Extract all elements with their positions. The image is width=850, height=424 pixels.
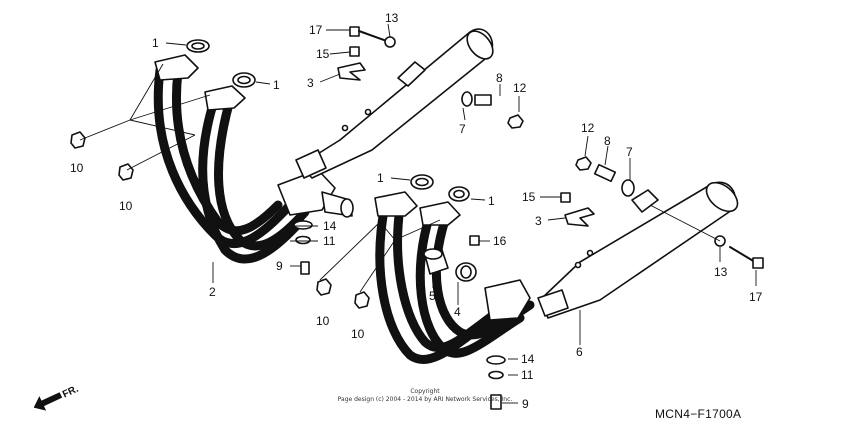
front-arrow-icon bbox=[33, 392, 63, 411]
plate-3a bbox=[337, 62, 366, 81]
nut-10b bbox=[118, 163, 134, 181]
callout-13: 13 bbox=[714, 265, 728, 279]
callout-3: 3 bbox=[535, 214, 542, 228]
callout-11: 11 bbox=[521, 368, 534, 382]
bolt-15b bbox=[560, 192, 571, 203]
washer-14b bbox=[486, 355, 506, 365]
lower-muffler bbox=[537, 181, 739, 319]
copyright-title: Copyright bbox=[410, 388, 440, 395]
gasket-1d-inner bbox=[453, 189, 465, 199]
bolt-16 bbox=[469, 235, 480, 246]
washer-14a bbox=[293, 220, 313, 230]
bolt-17a bbox=[349, 26, 385, 41]
washer-11b bbox=[488, 370, 504, 380]
nut-10c bbox=[316, 278, 332, 296]
callout-2: 2 bbox=[209, 285, 216, 299]
lower-exhaust-pipe bbox=[375, 200, 535, 364]
collar-7a bbox=[461, 91, 473, 107]
callout-17: 17 bbox=[309, 23, 323, 37]
callout-numbers: 1 1 1 1 2 3 3 4 5 6 7 7 8 8 9 9 10 10 10… bbox=[70, 11, 763, 411]
callout-1: 1 bbox=[152, 36, 159, 50]
band-4-inner bbox=[460, 265, 472, 279]
callout-1: 1 bbox=[377, 171, 384, 185]
bolt-9a bbox=[300, 261, 310, 275]
upper-flange-left bbox=[154, 54, 199, 81]
callout-14: 14 bbox=[323, 219, 337, 233]
diagram-code: MCN4−F1700A bbox=[655, 407, 741, 421]
gasket-1a-inner bbox=[191, 42, 205, 50]
plate-3b bbox=[564, 207, 595, 227]
callout-17: 17 bbox=[749, 290, 763, 304]
lower-flange-right bbox=[419, 201, 461, 226]
collar-7b bbox=[621, 179, 635, 197]
callout-1: 1 bbox=[488, 194, 495, 208]
leader-lines bbox=[79, 23, 757, 404]
upper-exhaust-pipe bbox=[153, 65, 354, 264]
callout-12: 12 bbox=[513, 81, 527, 95]
lower-exhaust-assembly bbox=[316, 156, 764, 410]
callout-8: 8 bbox=[604, 134, 611, 148]
callout-15: 15 bbox=[316, 47, 330, 61]
callout-10: 10 bbox=[316, 314, 330, 328]
callout-15: 15 bbox=[522, 190, 536, 204]
rubber-8b bbox=[593, 163, 617, 183]
lower-flange-left bbox=[374, 191, 418, 217]
callout-4: 4 bbox=[454, 305, 461, 319]
callout-6: 6 bbox=[576, 345, 583, 359]
upper-exhaust-assembly bbox=[70, 26, 524, 275]
bolt-15a bbox=[349, 46, 360, 57]
gasket-1c-inner bbox=[415, 177, 429, 187]
callout-7: 7 bbox=[626, 145, 633, 159]
washer-11a bbox=[295, 235, 311, 245]
rubber-8a bbox=[474, 94, 492, 106]
nut-12a bbox=[507, 114, 524, 129]
callout-8: 8 bbox=[496, 71, 503, 85]
callout-10: 10 bbox=[351, 327, 365, 341]
callout-14: 14 bbox=[521, 352, 535, 366]
bolt-17b bbox=[729, 246, 764, 269]
gasket-1b-inner bbox=[237, 75, 251, 85]
washer-13a bbox=[384, 36, 396, 48]
callout-5: 5 bbox=[429, 289, 436, 303]
callout-13: 13 bbox=[385, 11, 399, 25]
nut-10d bbox=[354, 291, 370, 309]
upper-flange-right bbox=[204, 85, 246, 111]
callout-11: 11 bbox=[323, 234, 336, 248]
callout-1: 1 bbox=[273, 78, 280, 92]
callout-9: 9 bbox=[276, 259, 283, 273]
front-direction-indicator: FR. bbox=[33, 384, 80, 411]
upper-muffler bbox=[295, 28, 494, 179]
nut-12b bbox=[575, 156, 592, 171]
bolt-9b bbox=[490, 394, 502, 410]
callout-10: 10 bbox=[119, 199, 133, 213]
nut-10a bbox=[70, 131, 86, 149]
callout-3: 3 bbox=[307, 76, 314, 90]
callout-10: 10 bbox=[70, 161, 84, 175]
callout-12: 12 bbox=[581, 121, 595, 135]
callout-7: 7 bbox=[459, 122, 466, 136]
callout-16: 16 bbox=[493, 234, 507, 248]
copyright-notice: Page design (c) 2004 - 2014 by ARI Netwo… bbox=[338, 396, 513, 403]
callout-9: 9 bbox=[522, 397, 529, 411]
front-label: FR. bbox=[61, 384, 80, 401]
joint-pipe-5-end bbox=[423, 248, 443, 260]
